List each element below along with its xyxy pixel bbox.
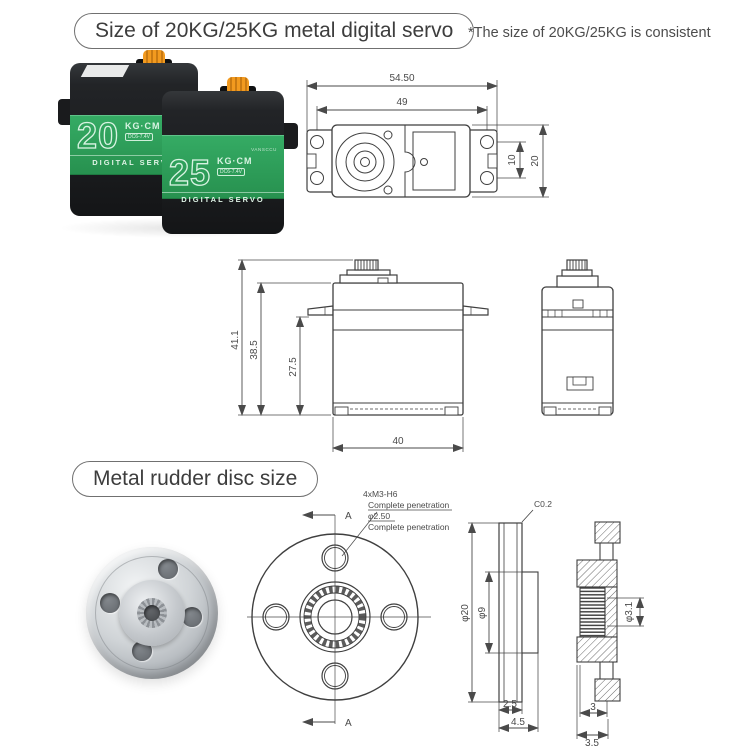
top-view-outline [306, 124, 498, 198]
callout-penetration-1: Complete penetration [368, 500, 450, 510]
section-label-a-top: A [345, 511, 352, 522]
callout-thread-spec: 4xM3-H6 [363, 489, 398, 499]
dim-total-thickness: 4.5 [511, 717, 525, 728]
servo-output-gear [227, 77, 249, 92]
dim-hole-offset: 10 [507, 154, 518, 166]
servo-top-sticker [80, 65, 130, 77]
servo-brand-logo: VANSCCU [251, 147, 277, 152]
servo-mount-ear [280, 123, 298, 149]
servo-top-view-drawing: 54.50 49 10 20 [306, 73, 549, 198]
disc-hole [158, 559, 178, 579]
callout-penetration-2: Complete penetration [368, 522, 450, 532]
cross-section-details [503, 509, 534, 702]
dim-total-width: 3.5 [585, 738, 599, 749]
side-view-outline [307, 259, 489, 416]
side-section-outline [576, 521, 621, 702]
dim-lower-height: 27.5 [288, 357, 299, 377]
dim-spline-width: 3 [590, 702, 596, 713]
dim-body-width: 20 [530, 155, 541, 167]
disc-center-hole [144, 605, 160, 621]
section-markers [302, 509, 452, 726]
section-label-a-bottom: A [345, 718, 352, 729]
centerlines [247, 515, 431, 724]
dim-overall-width: 54.50 [389, 73, 414, 84]
disc-hole [100, 593, 120, 613]
rudder-disc-title: Metal rudder disc size [72, 461, 319, 497]
cross-section-outline [498, 522, 539, 703]
end-view-outline [541, 259, 614, 416]
disc-outline [251, 533, 419, 701]
servo-voltage-badge: DC6-7.4V [125, 133, 153, 141]
servo-25kg-photo: VANSCCU 25 KG·CM DC6-7.4V DIGITAL SERVO [162, 77, 298, 234]
dimension-lines [576, 597, 644, 739]
servo-type-label: DIGITAL SERVO [162, 192, 284, 204]
dim-chamfer: C0.2 [534, 499, 552, 509]
disc-rim [95, 556, 209, 670]
dim-bore-dia: φ3.1 [624, 601, 635, 622]
servo-output-gear [143, 50, 165, 65]
dim-body-length: 40 [392, 436, 404, 447]
page-title: Size of 20KG/25KG metal digital servo [74, 13, 475, 49]
dimension-lines [468, 522, 539, 732]
side-view-details [324, 260, 472, 410]
dim-total-height: 41.1 [230, 330, 241, 350]
disc-section-drawing: C0.2 φ20 φ9 2.5 4.5 φ3.1 3 3.5 [460, 499, 644, 749]
dimension-lines [238, 259, 464, 452]
disc-hole [132, 641, 152, 661]
servo-rating-unit: KG·CM [125, 121, 161, 131]
servo-label-band: VANSCCU 25 KG·CM DC6-7.4V DIGITAL SERVO [162, 135, 284, 204]
dim-hub-dia: φ9 [477, 607, 488, 619]
dim-plate-thickness: 2.5 [503, 699, 517, 710]
disc-hole [182, 607, 202, 627]
top-view-details [310, 125, 494, 197]
size-consistency-note: *The size of 20KG/25KG is consistent [468, 25, 711, 41]
callout-hole-dia: φ2.50 [368, 511, 390, 521]
servo-rating-number: 20 [76, 115, 120, 156]
servo-rating-number: 25 [168, 152, 212, 193]
servo-side-view-drawing: 41.1 38.5 27.5 40 [230, 259, 614, 452]
servo-voltage-badge: DC6-7.4V [217, 168, 245, 176]
dim-outer-dia: φ20 [460, 604, 471, 622]
servo-type-label: DIGITAL SERVO [70, 155, 198, 167]
servo-rating-unit: KG·CM [217, 156, 253, 166]
rudder-disc-photo [86, 547, 218, 679]
dimension-lines [306, 82, 547, 198]
dim-hole-spacing: 49 [396, 97, 408, 108]
disc-front-view-drawing: A A 4xM3-H6 Complete penetration φ2.50 C… [247, 489, 452, 729]
dim-body-height: 38.5 [249, 340, 260, 360]
end-view-details [542, 260, 613, 410]
